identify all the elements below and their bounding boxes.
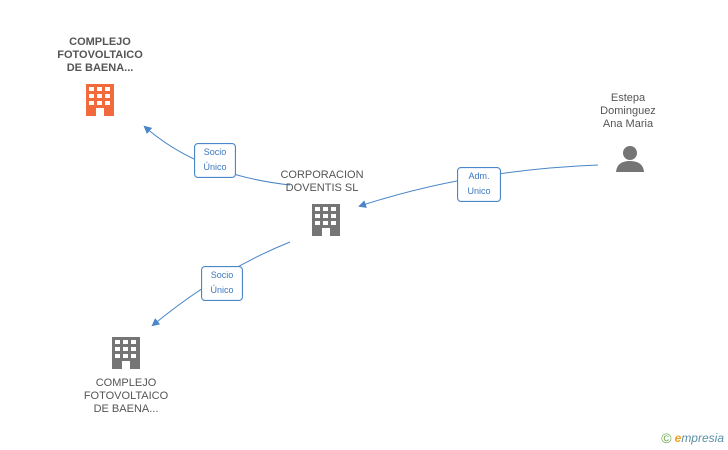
edge-label-socio-unico-bottom: Socio Único xyxy=(201,266,243,301)
edge-label-socio-unico-top: Socio Único xyxy=(194,143,236,178)
node-label-bottom-company[interactable]: COMPLEJO FOTOVOLTAICO DE BAENA... xyxy=(83,377,169,415)
building-icon-top[interactable] xyxy=(86,84,114,116)
edge-label-adm-unico: Adm. Unico xyxy=(457,167,501,202)
person-icon[interactable] xyxy=(616,146,644,172)
building-icon-center[interactable] xyxy=(312,204,340,236)
empresia-logo: © empresia xyxy=(661,430,724,446)
node-label-person[interactable]: Estepa Dominguez Ana Maria xyxy=(600,92,656,130)
building-icon-bottom[interactable] xyxy=(112,337,140,369)
copyright-symbol: © xyxy=(661,430,672,446)
node-label-top-company[interactable]: COMPLEJO FOTOVOLTAICO DE BAENA... xyxy=(57,36,143,74)
node-label-center-company[interactable]: CORPORACION DOVENTIS SL xyxy=(280,169,364,194)
